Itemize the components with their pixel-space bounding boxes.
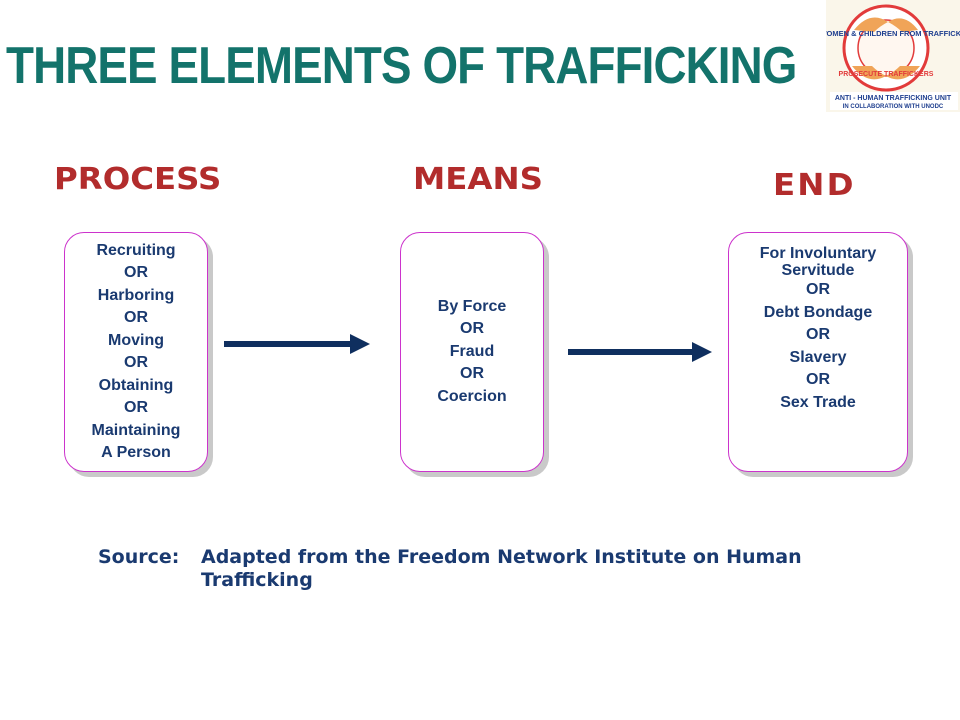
arrow-right-icon: [224, 334, 370, 354]
heading-process: PROCESS: [54, 162, 222, 197]
end-line: OR: [806, 281, 830, 298]
means-box: By Force OR Fraud OR Coercion: [400, 232, 549, 477]
means-line: By Force: [437, 297, 507, 315]
end-box-content: For Involuntary Servitude OR Debt Bondag…: [728, 232, 908, 472]
process-box: Recruiting OR Harboring OR Moving OR Obt…: [64, 232, 213, 477]
means-box-content: By Force OR Fraud OR Coercion: [400, 232, 544, 472]
heading-means: MEANS: [413, 162, 543, 197]
logo-emblem-icon: SAVE WOMEN & CHILDREN FROM TRAFFICKING P…: [798, 4, 960, 110]
end-line: Slavery: [789, 348, 847, 366]
end-line: Debt Bondage: [763, 303, 873, 321]
logo-unit-text: ANTI - HUMAN TRAFFICKING UNIT: [835, 95, 952, 102]
page-title: THREE ELEMENTS OF TRAFFICKING: [6, 37, 797, 95]
end-line: Servitude: [781, 262, 855, 279]
process-line: OR: [124, 399, 148, 416]
arrow-right-icon: [568, 342, 712, 362]
process-line: Obtaining: [98, 376, 174, 394]
logo-collab-text: IN COLLABORATION WITH UNODC: [843, 104, 944, 110]
means-line: Fraud: [449, 342, 495, 360]
end-box: For Involuntary Servitude OR Debt Bondag…: [728, 232, 913, 477]
process-line: OR: [124, 264, 148, 281]
end-line: For Involuntary: [759, 245, 877, 262]
process-line: OR: [124, 309, 148, 326]
logo: SAVE WOMEN & CHILDREN FROM TRAFFICKING P…: [798, 0, 960, 112]
process-line: Recruiting: [96, 241, 176, 259]
source-text: Adapted from the Freedom Network Institu…: [201, 546, 802, 591]
means-line: OR: [460, 365, 484, 383]
process-line: Maintaining: [91, 421, 181, 439]
end-line: OR: [806, 326, 830, 343]
heading-end: END: [773, 168, 856, 203]
process-line: Moving: [108, 331, 164, 349]
process-line: A Person: [101, 444, 171, 461]
process-line: OR: [124, 354, 148, 371]
logo-arc-text: PROSECUTE TRAFFICKERS: [839, 71, 934, 78]
means-line: Coercion: [437, 387, 507, 405]
means-line: OR: [460, 320, 484, 338]
end-line: Sex Trade: [780, 393, 856, 411]
end-line: OR: [806, 371, 830, 388]
logo-top-text: SAVE WOMEN & CHILDREN FROM TRAFFICKING: [826, 29, 960, 38]
process-line: Harboring: [97, 286, 175, 304]
source-label: Source:: [98, 546, 180, 568]
process-box-content: Recruiting OR Harboring OR Moving OR Obt…: [64, 232, 208, 472]
